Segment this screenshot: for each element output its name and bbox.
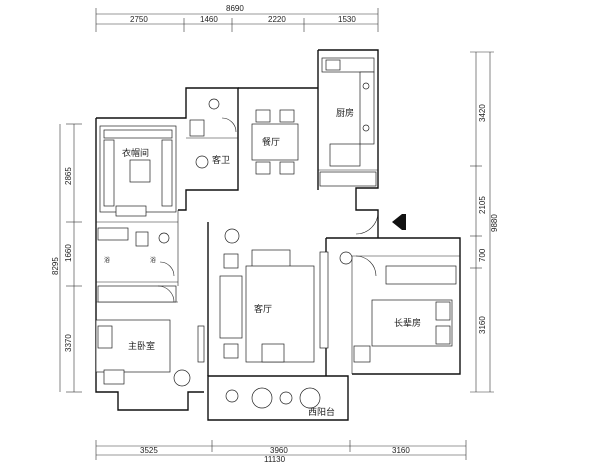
left-total-dim: 8295: [51, 257, 60, 275]
room-label-dining: 餐厅: [262, 136, 280, 148]
master-bath-fixtures: [97, 227, 175, 277]
top-dim-2: 1460: [200, 15, 218, 24]
room-label-walk-in-closet: 衣帽间: [122, 147, 149, 159]
entrance-arrow-icon: [392, 214, 402, 230]
room-label-balcony: 西阳台: [308, 406, 335, 418]
bottom-dim-1: 3525: [140, 446, 158, 455]
balcony-furniture: [225, 387, 321, 409]
right-dim-4: 3160: [478, 316, 487, 334]
left-dimension-chain: 2865 1660 3370 8295: [51, 123, 82, 393]
closet-furniture: [99, 125, 177, 217]
room-label-master-bath-b: 浴: [150, 256, 156, 264]
bottom-total-dim: 11130: [264, 455, 286, 463]
room-label-master-bath-a: 浴: [104, 256, 110, 264]
right-dim-1: 3420: [478, 104, 487, 122]
guest-bath-fixtures: [189, 98, 237, 169]
right-dim-2: 2105: [478, 196, 487, 214]
left-dim-2: 1660: [64, 244, 73, 262]
kitchen-counters: [319, 57, 377, 187]
right-total-dim: 9880: [490, 214, 499, 232]
top-total-dim: 8690: [226, 4, 244, 13]
bottom-dimension-chain: 3525 3960 3160 11130: [95, 440, 467, 463]
bottom-dim-2: 3960: [270, 446, 288, 455]
dining-table-set: [251, 109, 299, 175]
living-room-furniture: [219, 228, 329, 363]
elder-bedroom-furniture: [339, 251, 457, 363]
right-dim-3: 700: [478, 248, 487, 262]
entrance-marker: [402, 214, 406, 230]
left-dim-3: 3370: [64, 334, 73, 352]
master-bedroom-furniture: [95, 285, 205, 387]
left-dim-1: 2865: [64, 167, 73, 185]
top-dimension-chain: 8690 2750 1460 2220 1530: [95, 4, 379, 32]
right-dimension-chain: 3420 2105 700 3160 9880: [470, 51, 499, 393]
top-dim-4: 1530: [338, 15, 356, 24]
top-dim-1: 2750: [130, 15, 148, 24]
room-label-kitchen: 厨房: [336, 107, 354, 119]
room-label-master-bedroom: 主卧室: [128, 340, 155, 352]
room-label-elder-bedroom: 长辈房: [394, 317, 421, 329]
bottom-dim-3: 3160: [392, 446, 410, 455]
top-dim-3: 2220: [268, 15, 286, 24]
room-label-guest-bath: 客卫: [212, 154, 230, 166]
room-label-living: 客厅: [254, 303, 272, 315]
